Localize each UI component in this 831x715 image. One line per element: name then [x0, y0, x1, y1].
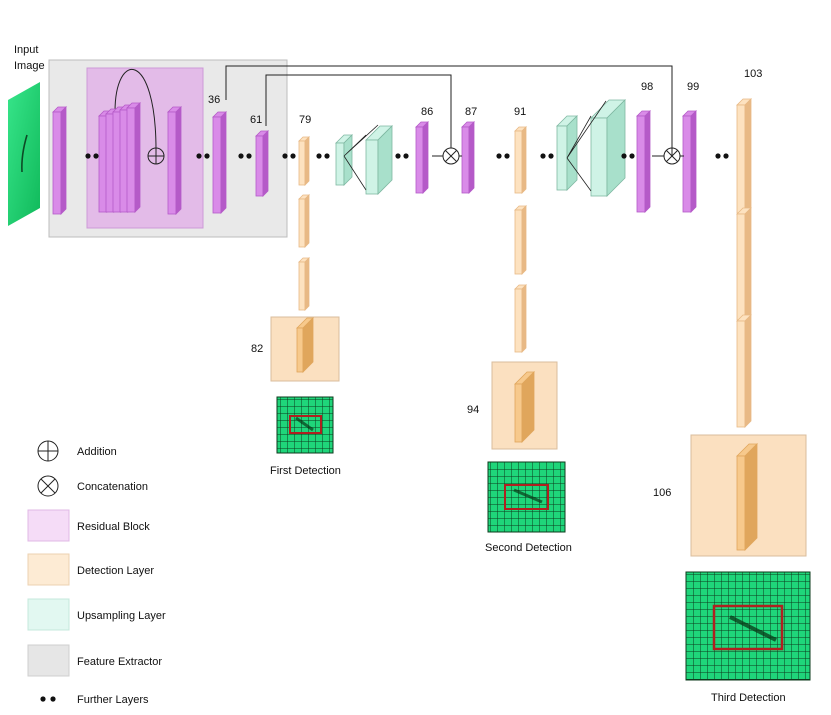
- layer-number-98: 98: [641, 81, 653, 93]
- first-detection-label: First Detection: [270, 465, 341, 477]
- upsampling-layer-small: [556, 115, 578, 191]
- further-layers-dots: [85, 153, 729, 159]
- further-layer-dot: [85, 153, 91, 159]
- further-layer-dot: [324, 153, 330, 159]
- addition-symbol: [147, 147, 165, 165]
- legend-upsampling-layer-label: Upsampling Layer: [77, 610, 166, 622]
- further-layer-dot: [540, 153, 546, 159]
- detection-layer: [514, 126, 527, 194]
- further-layer-dot: [196, 153, 202, 159]
- third-detection-label: Third Detection: [711, 692, 786, 704]
- further-layer-dot: [282, 153, 288, 159]
- detection-output-82: [296, 317, 314, 373]
- residual-layer: [636, 110, 651, 213]
- legend-feature-extractor-swatch: [27, 644, 70, 677]
- detection-output-layers: [296, 317, 758, 551]
- legend-further-layers-icon: [40, 696, 56, 702]
- second-detection-label: Second Detection: [485, 542, 572, 554]
- legend-feature-extractor-label: Feature Extractor: [77, 656, 162, 668]
- residual-layer: [682, 110, 697, 213]
- further-layer-dot: [238, 153, 244, 159]
- legend-detection-layer-label: Detection Layer: [77, 565, 154, 577]
- further-layer-dot: [93, 153, 99, 159]
- detection-layer: [298, 194, 310, 248]
- legend-addition-icon: [37, 440, 59, 462]
- legend-detection-layer-swatch: [27, 553, 70, 586]
- further-layer-dot: [504, 153, 510, 159]
- further-layer-dot: [403, 153, 409, 159]
- third-detection-grid: [685, 571, 811, 681]
- detection-layer: [736, 207, 752, 321]
- detection-output-94: [514, 371, 535, 443]
- detection-output-106: [736, 443, 758, 551]
- layer-number-61: 61: [250, 114, 262, 126]
- skip-connection-36: [225, 65, 673, 156]
- further-layer-dot: [316, 153, 322, 159]
- upsampling-layer-small: [335, 134, 353, 186]
- layer-number-91: 91: [514, 106, 526, 118]
- detection-layer: [514, 284, 527, 353]
- legend-residual-block-label: Residual Block: [77, 521, 150, 533]
- legend-concatenation-icon: [37, 475, 59, 497]
- residual-layer: [126, 102, 141, 213]
- further-layer-dot: [629, 153, 635, 159]
- upsampling-layer-large: [590, 99, 626, 197]
- layer-number-82: 82: [251, 343, 263, 355]
- layer-number-86: 86: [421, 106, 433, 118]
- concatenation-symbol-1: [432, 147, 462, 165]
- residual-skip-arc: [114, 69, 157, 151]
- layer-number-94: 94: [467, 404, 479, 416]
- residual-layer: [212, 111, 227, 214]
- legend-residual-block-swatch: [27, 509, 70, 542]
- skip-connection-61: [265, 74, 452, 148]
- layer-number-103: 103: [744, 68, 762, 80]
- legend-concatenation-label: Concatenation: [77, 481, 148, 493]
- input-label-line2: Image: [14, 60, 45, 72]
- detection-layer: [298, 257, 310, 311]
- layer-number-87: 87: [465, 106, 477, 118]
- legend-upsampling-layer-swatch: [27, 598, 70, 631]
- further-layer-dot: [246, 153, 252, 159]
- further-layer-dot: [290, 153, 296, 159]
- legend-further-layers-label: Further Layers: [77, 694, 149, 706]
- layer-number-99: 99: [687, 81, 699, 93]
- second-detection-grid: [487, 461, 566, 533]
- residual-layer: [52, 106, 67, 215]
- concatenation-symbol-2: [652, 147, 684, 165]
- further-layer-dot: [621, 153, 627, 159]
- further-layer-dot: [715, 153, 721, 159]
- residual-layer: [255, 130, 269, 197]
- further-layer-dot: [496, 153, 502, 159]
- detection-layer: [736, 98, 752, 214]
- legend: Addition Concatenation Residual Block De…: [27, 440, 166, 706]
- layer-number-36: 36: [208, 94, 220, 106]
- input-image: [8, 82, 40, 226]
- input-label-line1: Input: [14, 44, 38, 56]
- layer-number-106: 106: [653, 487, 671, 499]
- residual-layer: [167, 106, 182, 215]
- residual-layer: [461, 121, 475, 194]
- further-layer-dot: [548, 153, 554, 159]
- further-layer-dot: [204, 153, 210, 159]
- detection-layer: [514, 205, 527, 275]
- upsampling-projection-lines: [343, 100, 607, 192]
- detection-layer: [736, 314, 752, 428]
- first-detection-grid: [276, 396, 334, 454]
- further-layer-dot: [723, 153, 729, 159]
- network-layers: [52, 98, 752, 428]
- further-layer-dot: [395, 153, 401, 159]
- upsampling-layer-large: [365, 125, 393, 195]
- legend-addition-label: Addition: [77, 446, 117, 458]
- residual-layer: [415, 121, 429, 194]
- layer-number-79: 79: [299, 114, 311, 126]
- detection-layer: [298, 136, 310, 186]
